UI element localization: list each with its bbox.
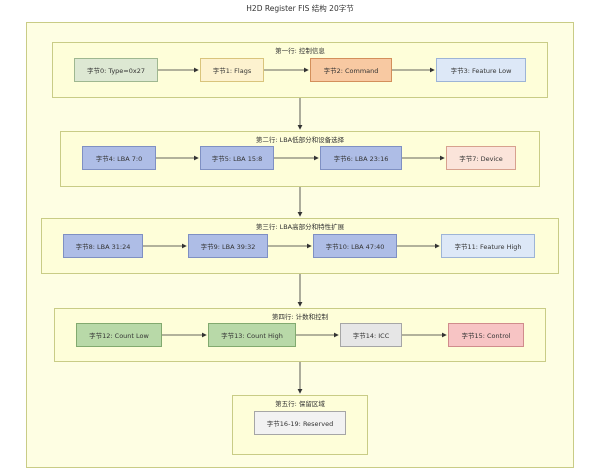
group-title-row-1: 第一行: 控制信息 xyxy=(275,47,325,55)
node-byte-2: 字节2: Command xyxy=(310,58,392,82)
node-byte-13: 字节13: Count High xyxy=(208,323,296,347)
node-byte-8: 字节8: LBA 31:24 xyxy=(63,234,143,258)
node-byte-14: 字节14: ICC xyxy=(340,323,402,347)
node-byte-10: 字节10: LBA 47:40 xyxy=(313,234,397,258)
group-title-row-2: 第二行: LBA低部分和设备选择 xyxy=(255,136,345,144)
node-byte-7: 字节7: Device xyxy=(446,146,516,170)
node-byte-16-19: 字节16-19: Reserved xyxy=(254,411,346,435)
group-title-row-5: 第五行: 保留区域 xyxy=(275,400,325,408)
node-byte-15: 字节15: Control xyxy=(448,323,524,347)
node-byte-11: 字节11: Feature High xyxy=(441,234,535,258)
node-byte-4: 字节4: LBA 7:0 xyxy=(82,146,156,170)
node-byte-9: 字节9: LBA 39:32 xyxy=(188,234,268,258)
node-byte-0: 字节0: Type=0x27 xyxy=(74,58,158,82)
node-byte-6: 字节6: LBA 23:16 xyxy=(320,146,402,170)
node-byte-1: 字节1: Flags xyxy=(200,58,264,82)
node-byte-5: 字节5: LBA 15:8 xyxy=(200,146,274,170)
node-byte-3: 字节3: Feature Low xyxy=(436,58,526,82)
group-title-row-4: 第四行: 计数和控制 xyxy=(271,313,329,321)
diagram-title: H2D Register FIS 结构 20字节 xyxy=(246,4,354,13)
group-title-row-3: 第三行: LBA高部分和特性扩展 xyxy=(255,223,345,231)
node-byte-12: 字节12: Count Low xyxy=(76,323,162,347)
